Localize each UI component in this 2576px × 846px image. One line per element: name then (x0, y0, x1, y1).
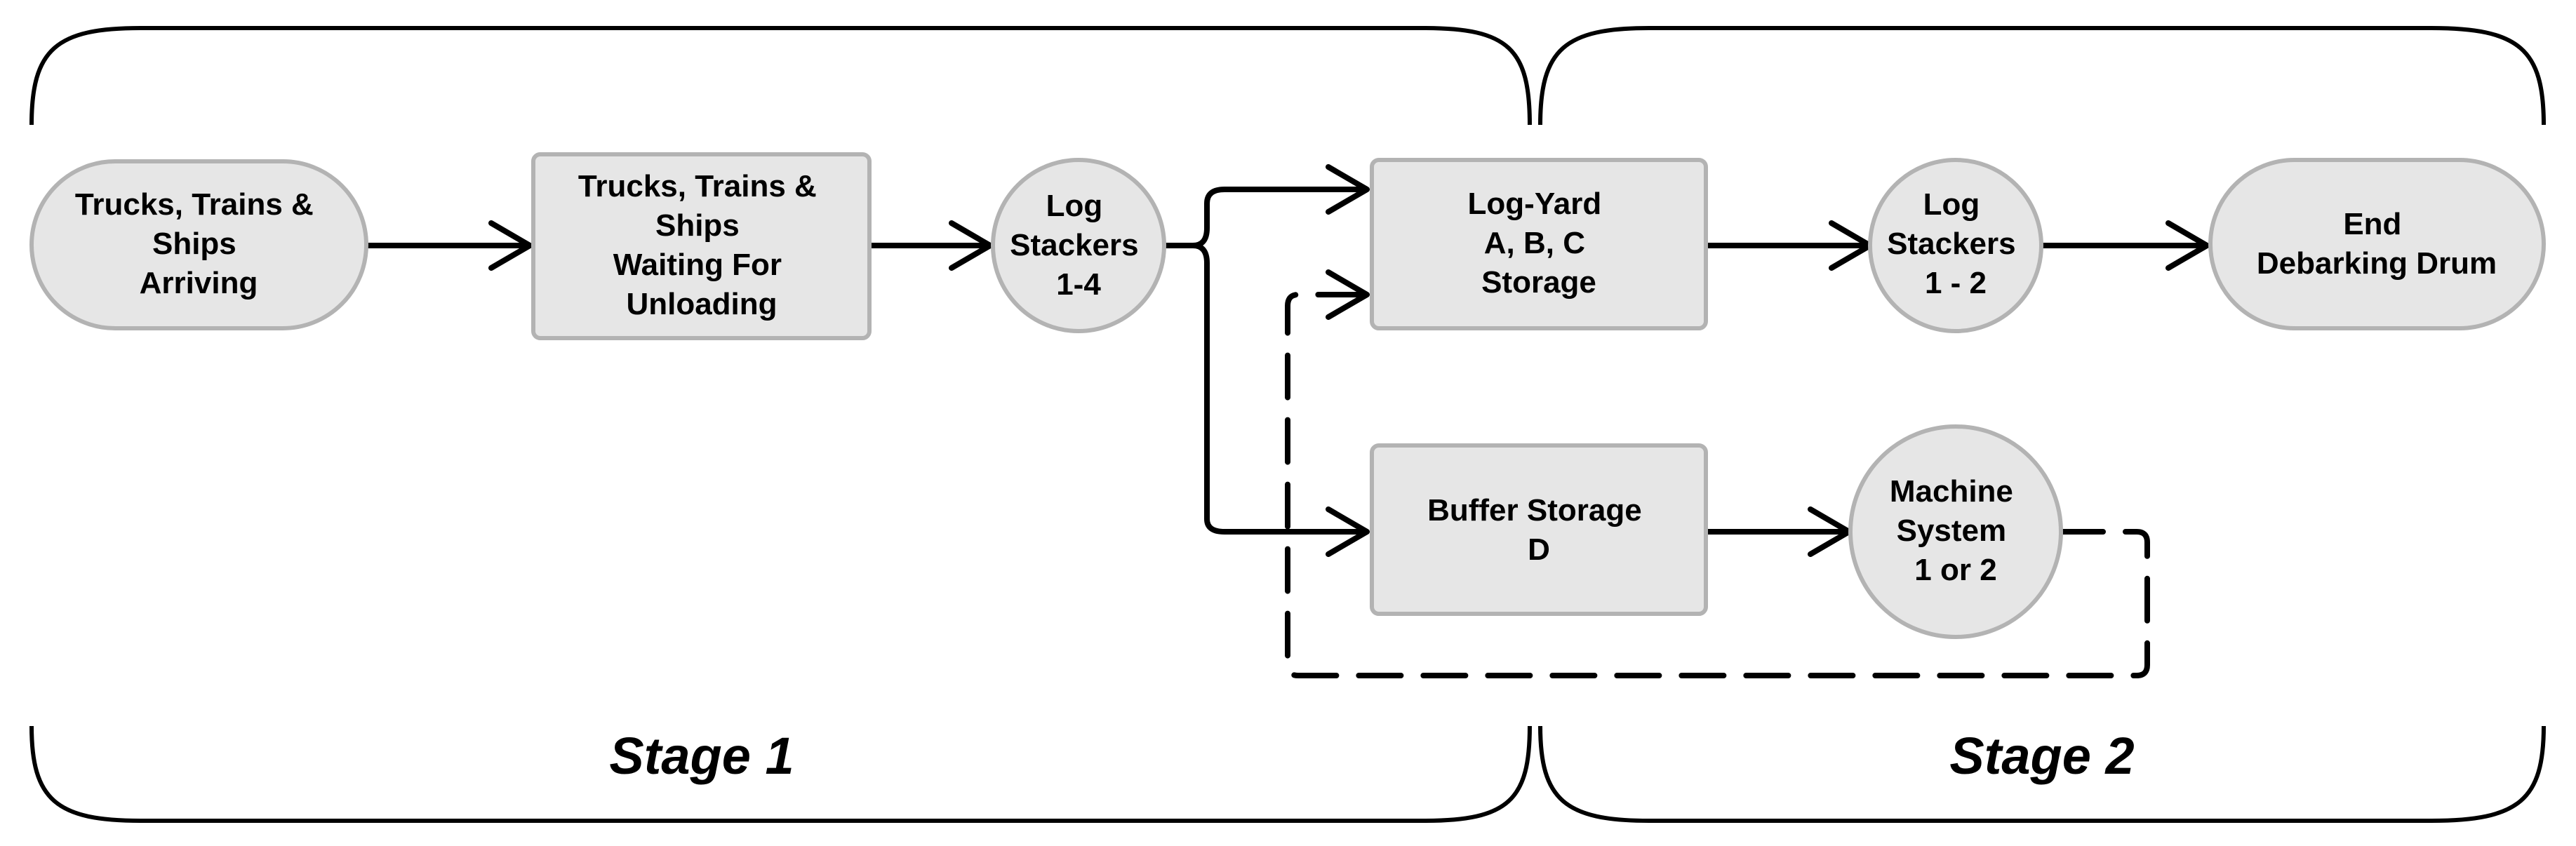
node-waiting-label: Trucks, Trains & Ships Waiting For Unloa… (578, 169, 825, 321)
node-machine-system-shape (1848, 424, 2063, 639)
node-log-stackers-1-4-shape (991, 158, 1166, 333)
stage2-bottom-bracket (1538, 725, 2546, 823)
node-log-stackers-1-2-shape (1868, 158, 2043, 333)
node-log-yard-shape (1370, 158, 1708, 330)
node-buffer-storage-shape (1370, 443, 1708, 616)
arrowhead-end (2165, 220, 2210, 271)
node-log-stackers-1-4-label: Log Stackers 1-4 (1010, 189, 1147, 302)
node-log-stackers-1-2-label: Log Stackers 1 - 2 (1887, 187, 2024, 300)
stage2-label: Stage 2 (1949, 727, 2134, 785)
node-arriving-label: Trucks, Trains & Ships Arriving (75, 187, 322, 300)
node-end-debarking-drum-shape (2208, 158, 2546, 330)
stage2-top-bracket (1538, 26, 2546, 126)
node-log-stackers-1-2: Log Stackers 1 - 2 (1868, 158, 2043, 333)
node-arriving-shape (29, 159, 368, 330)
arrowhead-stackers (949, 220, 993, 271)
node-waiting-shape (531, 152, 872, 340)
node-end-debarking-drum-label: End Debarking Drum (2257, 207, 2497, 281)
node-buffer-storage-label: Buffer Storage D (1427, 493, 1650, 567)
node-log-yard: Log-Yard A, B, C Storage (1370, 158, 1708, 330)
arrowhead-logyard (1326, 164, 1370, 215)
arrowhead-logyard-return (1326, 269, 1370, 320)
arrowhead-buffer (1326, 506, 1370, 557)
edge-stackers-to-buffer (1190, 243, 1368, 535)
edge-machine-return-dashed (1285, 292, 2150, 678)
node-arriving: Trucks, Trains & Ships Arriving (29, 159, 368, 330)
node-waiting: Trucks, Trains & Ships Waiting For Unloa… (531, 152, 872, 340)
node-buffer-storage: Buffer Storage D (1370, 443, 1708, 616)
node-log-stackers-1-4: Log Stackers 1-4 (991, 158, 1166, 333)
arrowhead-waiting (488, 220, 533, 271)
node-machine-system-label: Machine System 1 or 2 (1890, 474, 2022, 587)
stage1-label: Stage 1 (609, 727, 794, 785)
node-end-debarking-drum: End Debarking Drum (2208, 158, 2546, 330)
stage1-top-bracket (29, 26, 1532, 126)
edge-stackers-to-logyard (1162, 187, 1368, 248)
stage1-bottom-bracket (29, 725, 1532, 823)
edges (363, 164, 2210, 678)
node-log-yard-label: Log-Yard A, B, C Storage (1468, 187, 1610, 300)
node-machine-system: Machine System 1 or 2 (1848, 424, 2063, 639)
